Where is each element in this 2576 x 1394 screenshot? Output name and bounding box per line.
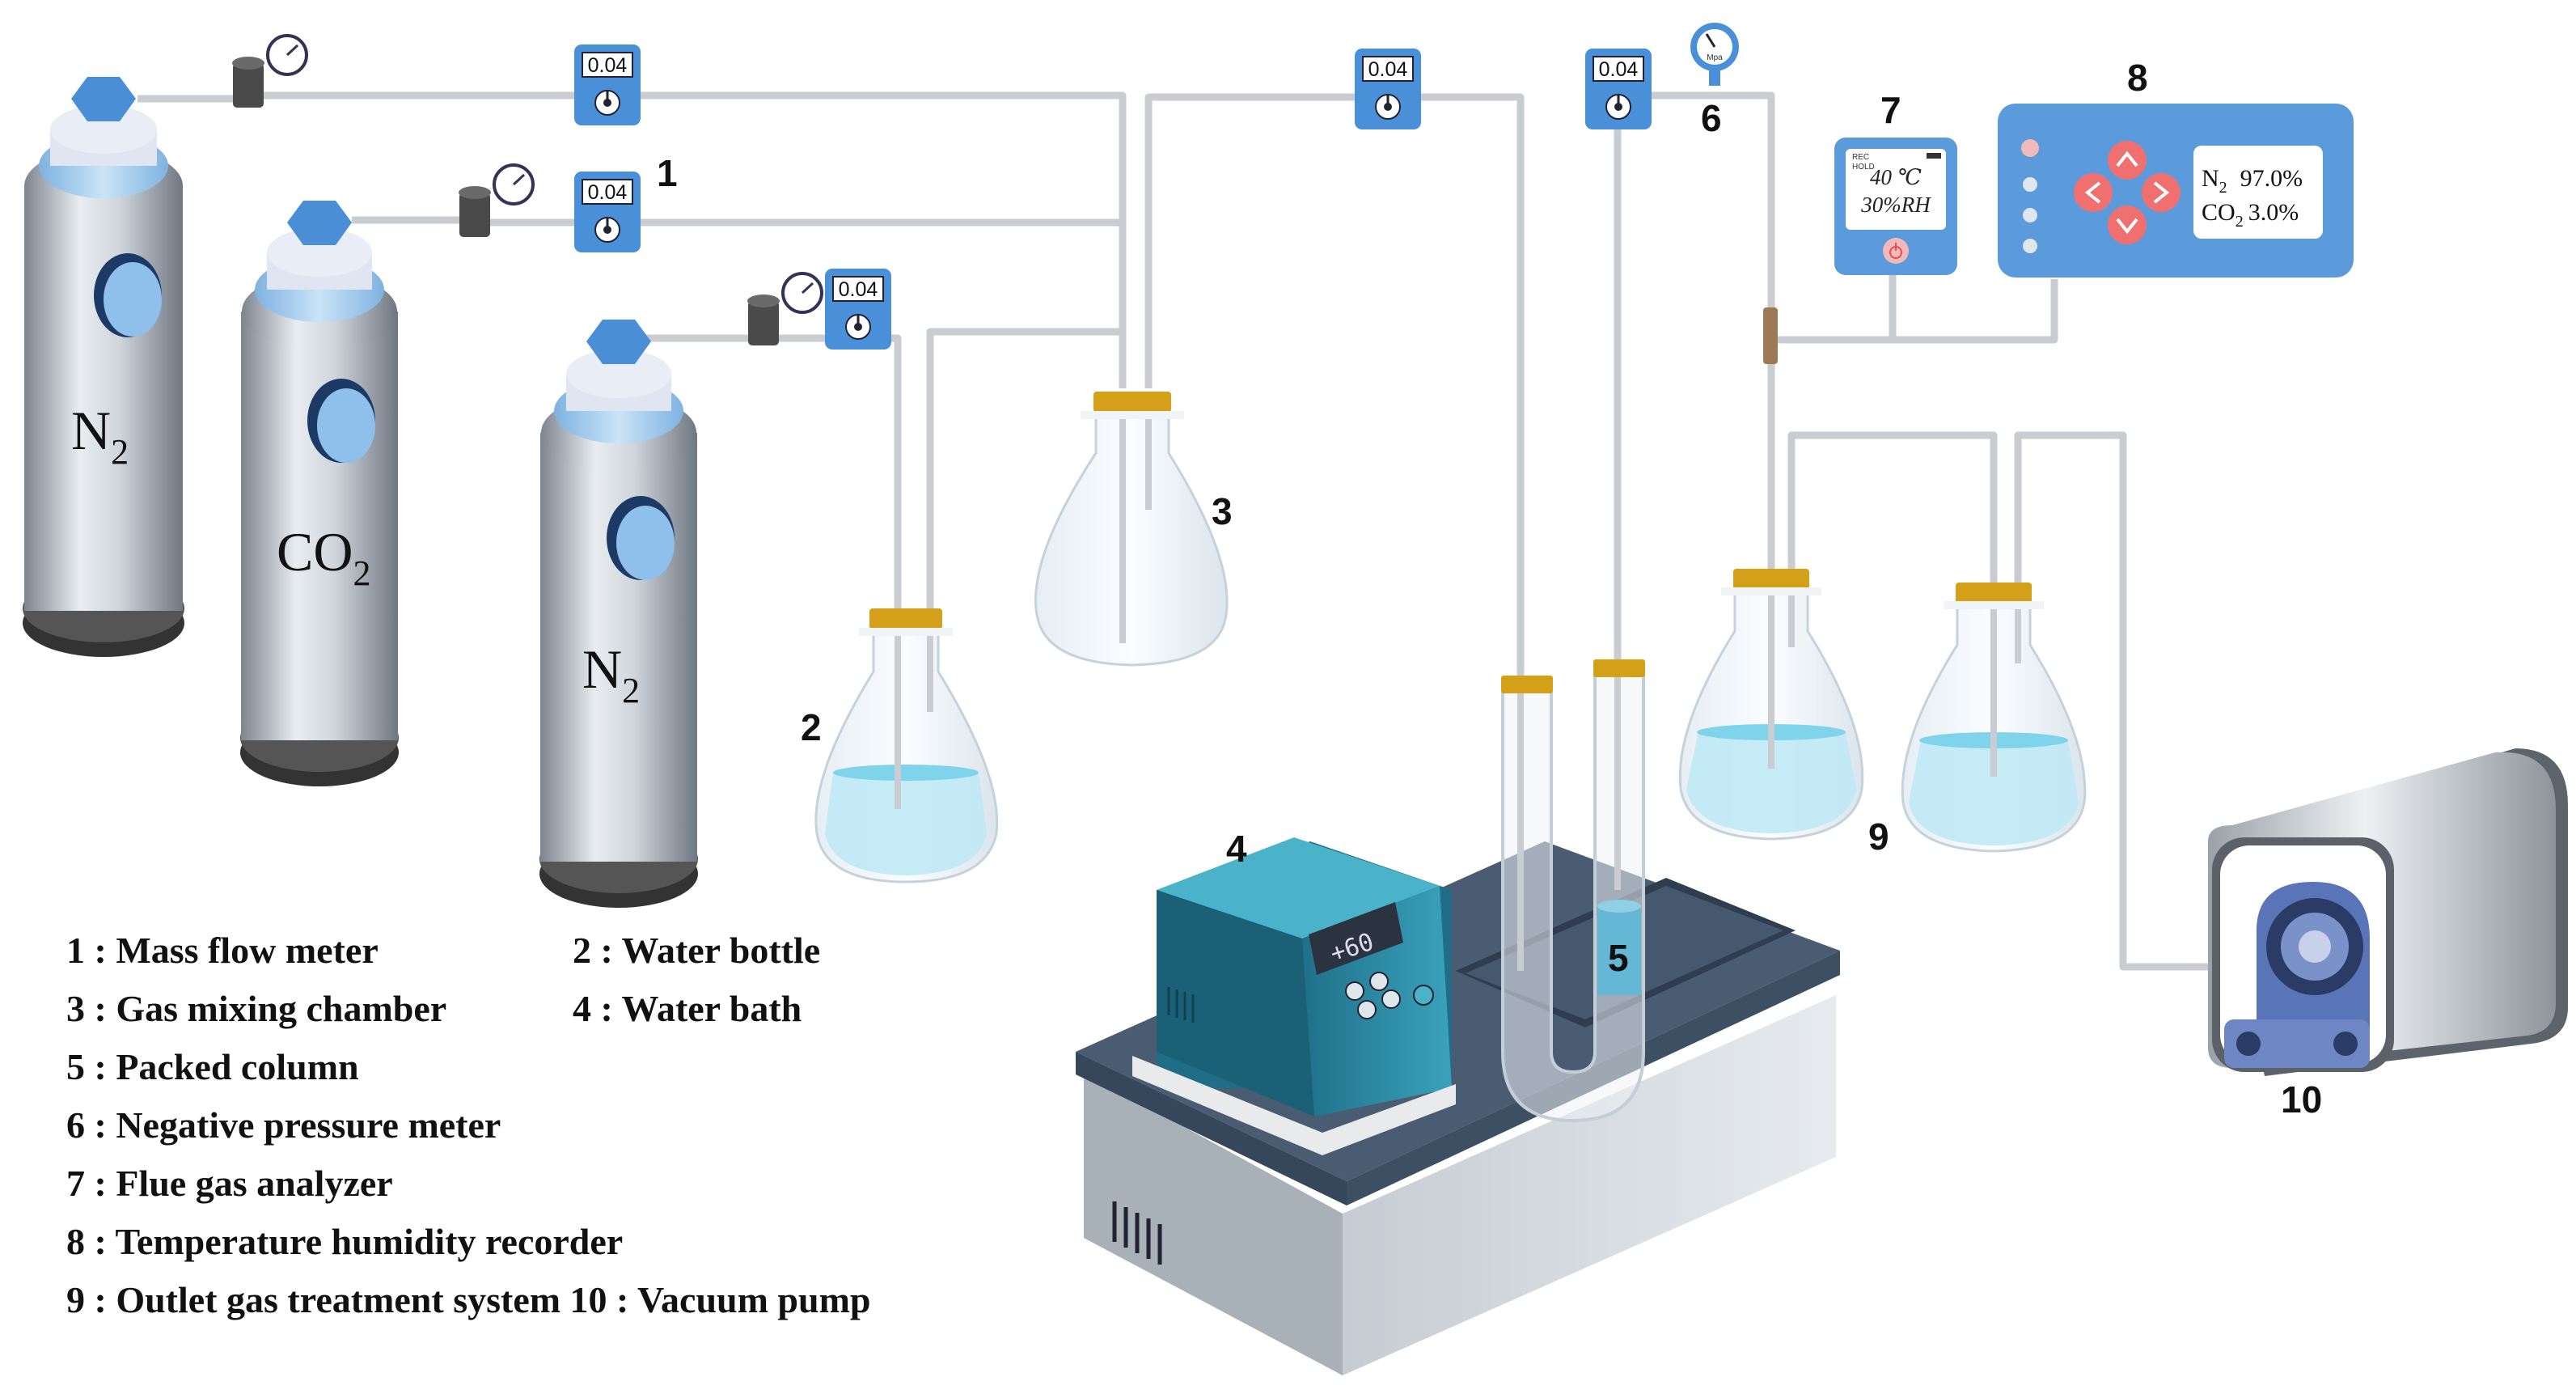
mass-flow-meter-3: 0.04 [825,269,891,350]
svg-text:0.04: 0.04 [1599,58,1639,81]
legend-item: 9 : Outlet gas treatment system 10 : Vac… [66,1279,871,1320]
callout-3: 3 [1212,490,1233,532]
mass-flow-meter-2: 0.04 [574,172,641,252]
cylinder-valve-icon [586,320,651,364]
outlet-flask-1 [1678,569,1864,841]
arrow-pad [2074,141,2181,244]
svg-text:0.04: 0.04 [839,278,878,301]
gas-cylinder-1 [23,77,184,657]
power-icon [2021,139,2039,157]
water-bottle [814,608,999,883]
tube-connector [1763,307,1778,364]
water-bath-buttons [1345,972,1434,1019]
cylinder-2-label: CO2 [277,521,370,593]
mass-flow-meter-4: 0.04 [1355,49,1421,129]
svg-text:40 ℃: 40 ℃ [1870,165,1922,189]
arrow-up-icon [2116,150,2138,167]
legend-item: 7 : Flue gas analyzer [66,1163,393,1204]
callout-2: 2 [801,706,822,748]
pressure-regulator-2 [459,163,535,237]
legend-item: 8 : Temperature humidity recorder [66,1221,624,1262]
legend-item: 6 : Negative pressure meter [66,1104,501,1146]
svg-text:30%RH: 30%RH [1860,193,1931,217]
negative-pressure-gauge-icon: Mpa [1690,23,1739,86]
cylinder-1-label: N2 [71,400,129,472]
mass-flow-meter-1: 0.04 [574,44,641,125]
cylinder-3-label: N2 [582,638,640,710]
arrow-right-icon [2153,181,2170,204]
water-bath: +60 [1076,837,1840,1375]
cylinder-valve-icon [71,77,136,121]
legend-item: 2 : Water bottle [573,930,821,971]
flue-gas-analyzer: REC HOLD 40 ℃ 30%RH [1834,138,1957,275]
gas-cylinder-3 [539,320,698,908]
mass-flow-meter-5: 0.04 [1585,49,1652,129]
callout-5: 5 [1608,937,1629,979]
legend-item: 4 : Water bath [573,988,802,1029]
callout-10: 10 [2281,1078,2322,1121]
vent-grille-icon [1112,1201,1162,1265]
svg-text:REC: REC [1852,153,1869,162]
packed-column [1501,659,1645,1123]
pressure-regulator-3 [747,272,823,345]
svg-text:Mpa: Mpa [1707,53,1723,62]
outlet-flask-2 [1901,583,2087,853]
vacuum-pump [2208,748,2568,1076]
legend-item: 1 : Mass flow meter [66,930,379,971]
legend-item: 3 : Gas mixing chamber [66,988,447,1029]
column-packing [1597,906,1641,995]
callout-6: 6 [1701,97,1722,139]
arrow-left-icon [2084,181,2101,204]
callout-1: 1 [657,152,678,194]
svg-text:0.04: 0.04 [1368,58,1408,81]
legend-item: 5 : Packed column [66,1046,359,1087]
svg-text:0.04: 0.04 [588,181,628,204]
svg-text:0.04: 0.04 [588,54,628,77]
callout-4: 4 [1226,828,1247,870]
callout-7: 7 [1880,89,1901,131]
arrow-down-icon [2116,218,2138,235]
callout-9: 9 [1868,816,1889,858]
gas-cylinder-2 [240,201,399,786]
callout-8: 8 [2127,57,2148,99]
gas-mixing-chamber [1034,392,1229,667]
legend: 1 : Mass flow meter 2 : Water bottle 3 :… [66,929,1037,1382]
svg-text:HOLD: HOLD [1852,163,1875,172]
cylinder-valve-icon [287,201,352,245]
pressure-regulator-1 [232,34,308,108]
